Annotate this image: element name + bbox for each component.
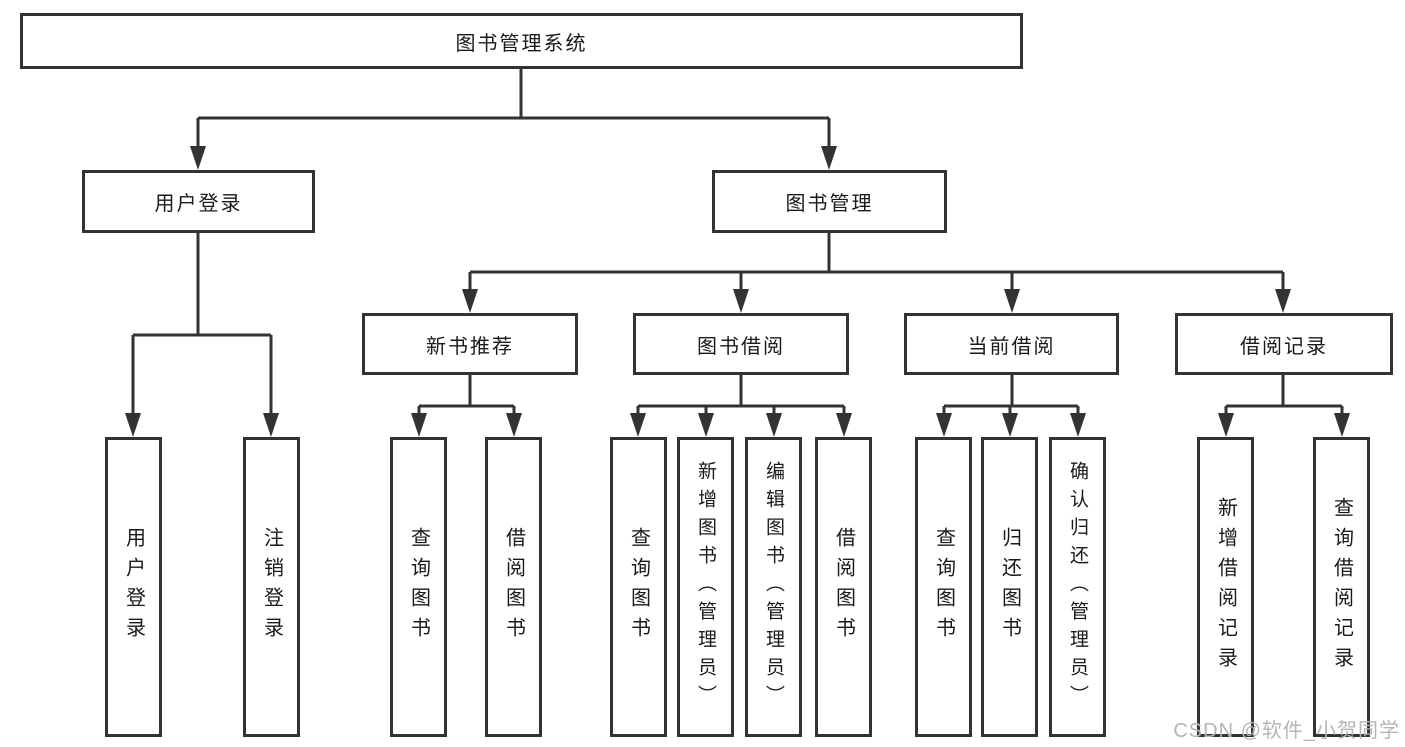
arrow-down-icon xyxy=(462,289,478,313)
arrow-down-icon xyxy=(936,413,952,437)
arrow-down-icon xyxy=(630,413,646,437)
leaf-query-borrow-record: 查询借阅记录 xyxy=(1313,437,1370,737)
arrow-down-icon xyxy=(1002,413,1018,437)
leaf-confirm-return-admin: 确认归还（管理员） xyxy=(1049,437,1106,737)
arrow-down-icon xyxy=(1070,413,1086,437)
csdn-watermark: CSDN @软件_小贺同学 xyxy=(1173,720,1400,742)
leaf-borrow-books: 借阅图书 xyxy=(815,437,872,737)
arrow-down-icon xyxy=(821,146,837,170)
arrow-down-icon xyxy=(733,289,749,313)
arrow-down-icon xyxy=(836,413,852,437)
arrow-down-icon xyxy=(1218,413,1234,437)
arrow-down-icon xyxy=(263,413,279,437)
node-user-login: 用户登录 xyxy=(82,170,315,233)
arrow-down-icon xyxy=(190,146,206,170)
arrow-down-icon xyxy=(125,413,141,437)
leaf-query-books: 查询图书 xyxy=(390,437,447,737)
leaf-logout: 注销登录 xyxy=(243,437,300,737)
arrow-down-icon xyxy=(698,413,714,437)
arrow-down-icon xyxy=(766,413,782,437)
arrow-down-icon xyxy=(506,413,522,437)
arrow-down-icon xyxy=(1334,413,1350,437)
node-borrowing-records: 借阅记录 xyxy=(1175,313,1393,375)
node-library-management-system: 图书管理系统 xyxy=(20,13,1023,69)
node-book-management: 图书管理 xyxy=(712,170,947,233)
node-book-borrowing: 图书借阅 xyxy=(633,313,849,375)
arrow-down-icon xyxy=(411,413,427,437)
leaf-query-books: 查询图书 xyxy=(610,437,667,737)
leaf-add-borrow-record: 新增借阅记录 xyxy=(1197,437,1254,737)
leaf-user-login: 用户登录 xyxy=(105,437,162,737)
node-current-borrowing: 当前借阅 xyxy=(904,313,1119,375)
arrow-down-icon xyxy=(1275,289,1291,313)
arrow-down-icon xyxy=(1004,289,1020,313)
node-new-book-recommendation: 新书推荐 xyxy=(362,313,578,375)
leaf-edit-books-admin: 编辑图书（管理员） xyxy=(745,437,802,737)
leaf-add-books-admin: 新增图书（管理员） xyxy=(677,437,734,737)
leaf-query-books: 查询图书 xyxy=(915,437,972,737)
leaf-borrow-books: 借阅图书 xyxy=(485,437,542,737)
leaf-return-books: 归还图书 xyxy=(981,437,1038,737)
